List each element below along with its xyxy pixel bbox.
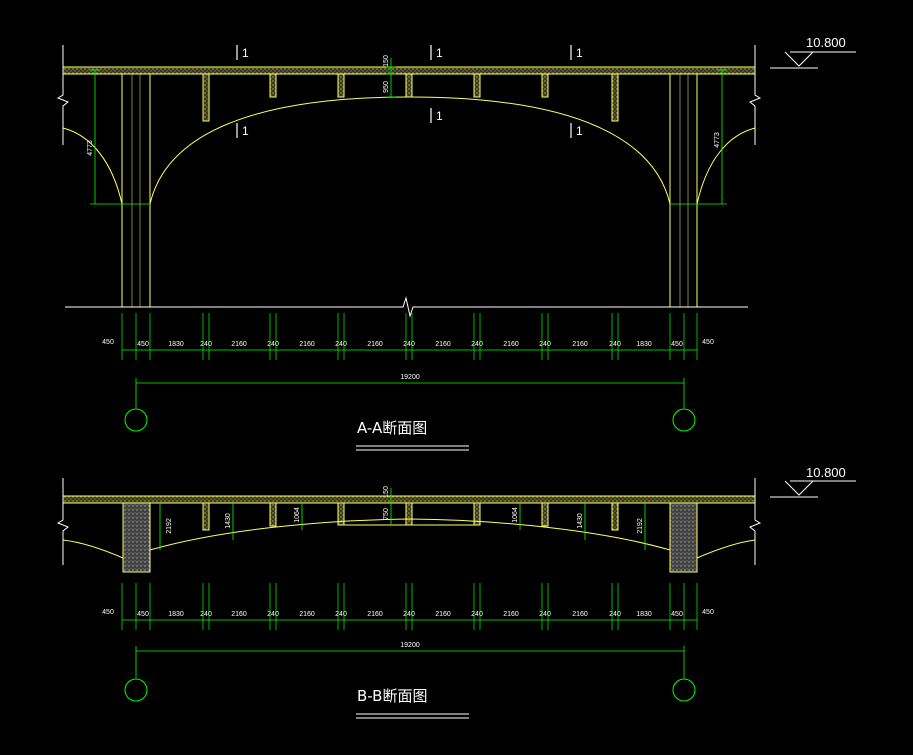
dim-label: 2160 [367, 611, 383, 618]
dim-label: 240 [539, 611, 551, 618]
dim-label: 240 [403, 611, 415, 618]
bb-side-left [62, 539, 124, 559]
dim-label: 2160 [299, 611, 315, 618]
aa-level-mark [770, 51, 856, 69]
aa-total-dim: 19200 [400, 374, 420, 381]
section-mark-label: 1 [436, 46, 443, 60]
bb-rib-dim: 1430 [577, 513, 584, 529]
dim-label: 240 [471, 341, 483, 348]
dim-label: 450 [137, 341, 149, 348]
aa-side-curve-right [696, 127, 756, 205]
bb-title: B-B断面图 [357, 687, 427, 705]
bb-rib-dim: 1430 [225, 513, 232, 529]
aa-slab-dim: 150 [383, 55, 390, 67]
dim-label: 1830 [168, 611, 184, 618]
dim-label: 240 [267, 611, 279, 618]
aa-arch [149, 96, 671, 205]
dim-label: 2160 [572, 341, 588, 348]
bb-break-lines [56, 478, 762, 565]
bb-total-dim: 19200 [400, 642, 420, 649]
dim-label: 450 [702, 609, 714, 616]
dim-label: 240 [200, 341, 212, 348]
dim-label: 2160 [435, 611, 451, 618]
bb-side-right [696, 539, 756, 559]
aa-dim-chain: 450 450 1830 240 2160 240 2160 240 2160 240 2160 24… [102, 313, 714, 360]
bb-top-dim: 150 [383, 486, 390, 498]
dim-label: 240 [609, 611, 621, 618]
dim-label: 240 [335, 341, 347, 348]
dim-label: 450 [671, 341, 683, 348]
axis-bubble-right [672, 678, 696, 702]
dim-label: 2160 [299, 341, 315, 348]
aa-section-marks [236, 45, 572, 138]
dim-label: 240 [335, 611, 347, 618]
axis-bubble-left [124, 678, 148, 702]
bb-rib-dim: 1064 [294, 507, 301, 523]
aa-side-dim-right: 4773 [714, 132, 721, 148]
aa-side-dim-left: 4773 [87, 140, 94, 156]
section-mark-label: 1 [436, 109, 443, 123]
dim-label: 2160 [503, 341, 519, 348]
section-mark-label: 1 [242, 124, 249, 138]
dim-label: 450 [702, 339, 714, 346]
bb-column-left [122, 502, 151, 573]
aa-level-value: 10.800 [806, 35, 846, 50]
dim-label: 240 [200, 611, 212, 618]
dim-label: 240 [539, 341, 551, 348]
bb-level-mark [770, 480, 856, 498]
aa-break-lines [56, 45, 762, 145]
dim-label: 240 [403, 341, 415, 348]
bb-level-value: 10.800 [806, 465, 846, 480]
dim-label: 240 [267, 341, 279, 348]
bb-slab [62, 495, 756, 504]
dim-label: 1830 [636, 341, 652, 348]
bb-rib-dim: 1064 [512, 507, 519, 523]
bb-dim-chain: 450 450 1830 240 2160 240 2160 240 2160 240 2160 24… [102, 583, 714, 630]
aa-ground-line [65, 296, 748, 318]
bb-rib-dim: 750 [383, 508, 390, 520]
dim-label: 1830 [168, 341, 184, 348]
dim-label: 2160 [572, 611, 588, 618]
dim-label: 450 [102, 339, 114, 346]
section-aa: 1 1 1 1 1 1 4773 4773 150 950 450 450 1830… [56, 35, 856, 451]
section-mark-label: 1 [576, 124, 583, 138]
aa-rib-dim: 950 [383, 81, 390, 93]
dim-label: 450 [671, 611, 683, 618]
dim-label: 2160 [231, 341, 247, 348]
dim-label: 450 [102, 609, 114, 616]
section-mark-label: 1 [576, 46, 583, 60]
section-mark-label: 1 [242, 46, 249, 60]
dim-label: 240 [471, 611, 483, 618]
aa-title: A-A断面图 [357, 419, 427, 437]
axis-bubble-right [672, 408, 696, 432]
section-bb: 2192 1430 1064 750 1064 1430 2192 150 45… [56, 465, 856, 719]
bb-column-right [669, 502, 698, 573]
dim-label: 2160 [503, 611, 519, 618]
dim-label: 2160 [435, 341, 451, 348]
dim-label: 1830 [636, 611, 652, 618]
bb-vertical-dims [159, 488, 646, 550]
dim-label: 240 [609, 341, 621, 348]
bb-soffit-curve [149, 518, 671, 551]
bb-ribs [202, 502, 619, 531]
bb-rib-dim: 2192 [166, 518, 173, 534]
dim-label: 2160 [231, 611, 247, 618]
aa-side-curve-left [62, 127, 123, 205]
dim-label: 450 [137, 611, 149, 618]
aa-ribs [202, 73, 619, 122]
aa-slab [62, 66, 756, 75]
bb-rib-dim: 2192 [637, 518, 644, 534]
aa-vertical-dims [90, 58, 727, 205]
axis-bubble-left [124, 408, 148, 432]
aa-columns [121, 74, 698, 307]
dim-label: 2160 [367, 341, 383, 348]
